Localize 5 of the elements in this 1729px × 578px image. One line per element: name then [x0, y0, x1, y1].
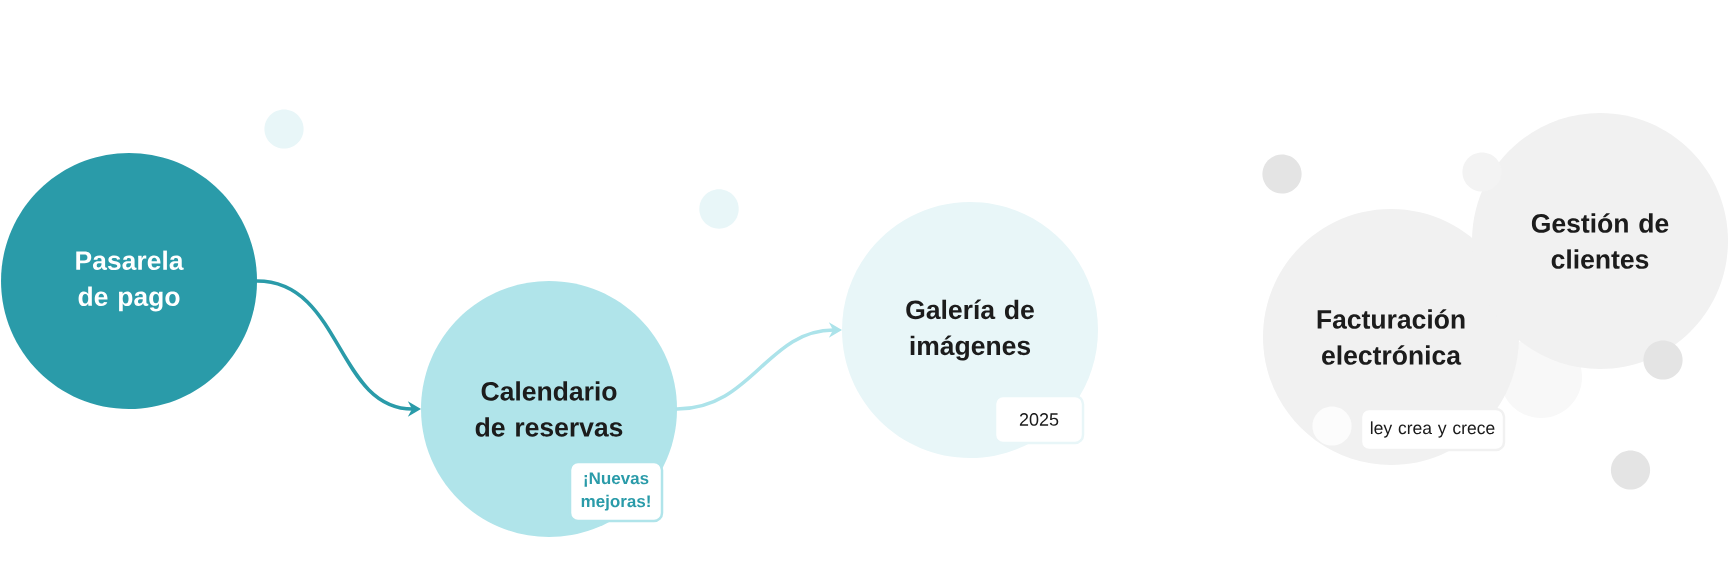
badge: 2025 [993, 394, 1085, 445]
node-label: Facturación electrónica [1317, 309, 1465, 365]
badge: ¡Nuevas mejoras! [568, 460, 664, 523]
node-label: Gestión de clientes [1531, 213, 1669, 269]
badge: ley crea y crece [1359, 407, 1506, 452]
